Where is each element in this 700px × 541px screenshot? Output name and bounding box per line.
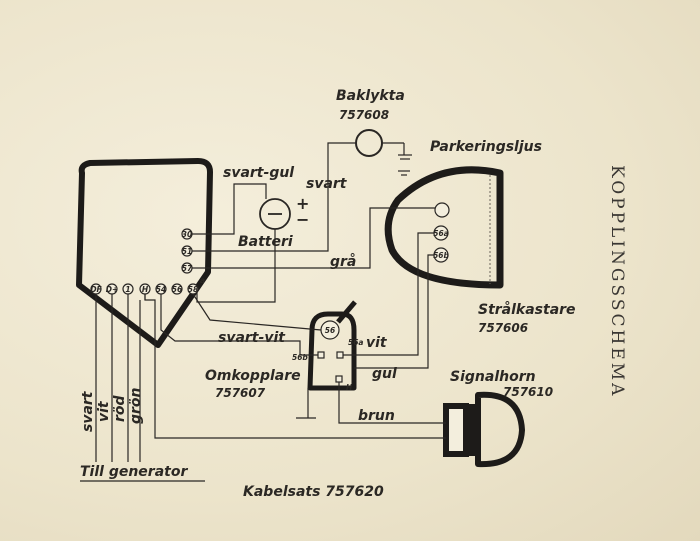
regulator-side-terminals: 30 51 57: [181, 228, 193, 274]
tail-lamp-name: Baklykta: [336, 88, 405, 104]
terminal-56-label: 56: [172, 285, 182, 294]
terminal-30-label: 30: [182, 230, 192, 239]
tail-lamp: [355, 129, 412, 160]
regulator-box: [76, 158, 213, 348]
wire-label-vit: vit: [366, 335, 388, 351]
switch-terminal-56a: [336, 351, 344, 359]
wires: [80, 142, 446, 482]
terminal-h-label: H: [142, 285, 149, 294]
switch-h-label: H: [346, 383, 353, 392]
generator-wire-labels: svart vit röd grön: [80, 387, 144, 432]
svg-text:56b: 56b: [433, 251, 449, 260]
headlamp-terminals: 56a 56b: [433, 202, 450, 263]
wire-label-svart-gul: svart-gul: [223, 165, 294, 181]
horn-mount: [443, 403, 469, 457]
wire-label-brun: brun: [358, 408, 395, 424]
battery-label: Batteri: [238, 234, 293, 250]
terminal-57-label: 57: [182, 264, 193, 273]
terminal-1-label: 1: [125, 285, 130, 294]
horn-body: [475, 391, 525, 468]
battery-plus: +: [296, 194, 309, 213]
wire-label-gul: gul: [372, 366, 397, 382]
terminal-dplus-label: D+: [106, 285, 119, 294]
switch-terminal-h: [335, 375, 343, 383]
horn-code: 757610: [503, 385, 553, 399]
terminal-df-label: DF: [90, 285, 102, 294]
diagram-title: KOPPLINGSSCHEMA: [607, 165, 627, 398]
wire-label-svart: svart: [306, 176, 348, 192]
horn-name: Signalhorn: [450, 369, 536, 385]
svg-text:grön: grön: [128, 387, 144, 424]
switch-terminal-56b: [317, 351, 325, 359]
headlamp-code: 757606: [478, 321, 528, 335]
svg-text:svart: svart: [80, 390, 96, 432]
svg-text:56a: 56a: [433, 229, 449, 238]
switch-lever: [336, 300, 357, 324]
svg-text:vit: vit: [96, 400, 112, 422]
terminal-51-label: 51: [182, 247, 192, 256]
terminal-58-label: 58: [188, 285, 198, 294]
terminal-56: [171, 283, 183, 295]
regulator-bottom-terminals: DF D+ 1 H 54 56 58 a: [90, 276, 205, 295]
switch-name: Omkopplare: [205, 368, 301, 384]
parking-light-label: Parkeringsljus: [430, 139, 542, 155]
battery-minus: −: [296, 210, 309, 229]
tail-lamp-code: 757608: [339, 108, 389, 122]
headlamp-body: [384, 166, 504, 289]
terminal-54-label: 54: [156, 285, 166, 294]
headlamp-name: Strålkastare: [478, 301, 576, 318]
generator-label: Till generator: [80, 464, 188, 480]
battery: + −: [259, 194, 309, 230]
svg-text:56: 56: [325, 326, 335, 335]
switch-56b-label: 56b: [292, 353, 308, 362]
wire-label-svart-vit: svart-vit: [218, 330, 286, 346]
svg-text:röd: röd: [112, 394, 128, 422]
cable-set-label: Kabelsats 757620: [243, 484, 384, 500]
wire-label-gra: grå: [330, 253, 356, 270]
parking-light-bulb: [434, 202, 450, 218]
switch-code: 757607: [215, 386, 266, 400]
switch-56a-label: 56a: [348, 338, 364, 347]
terminal-58-suffix: a: [200, 276, 205, 285]
